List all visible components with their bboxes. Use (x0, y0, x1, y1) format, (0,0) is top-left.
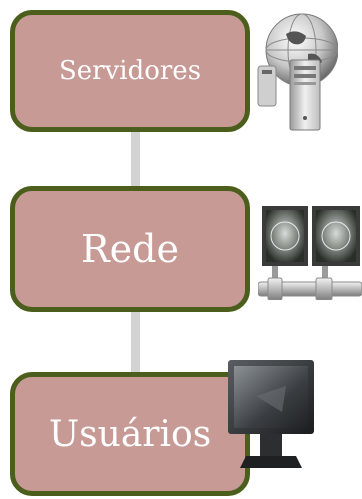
node-network: Rede (10, 186, 250, 312)
user-monitor-icon (228, 360, 314, 468)
node-network-label: Rede (81, 227, 179, 271)
server-globe-icon (257, 13, 338, 131)
connector-network-users (131, 312, 140, 376)
connector-servers-network (131, 130, 140, 190)
node-servers: Servidores (10, 10, 250, 132)
node-users-label: Usuários (48, 413, 212, 455)
network-monitors-icon (258, 206, 362, 300)
node-users: Usuários (10, 372, 250, 496)
node-servers-label: Servidores (58, 56, 202, 86)
